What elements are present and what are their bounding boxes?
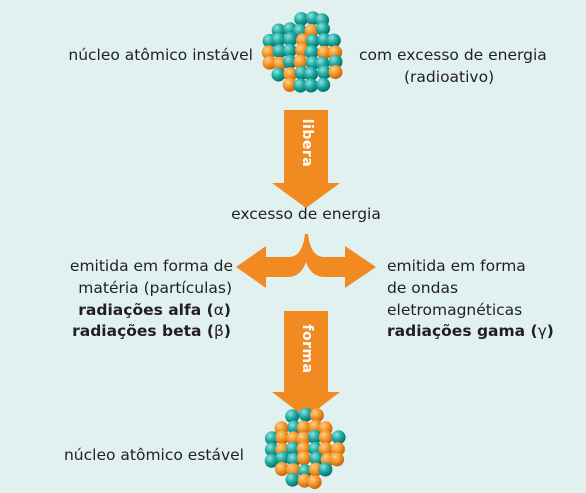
neutron-sphere	[264, 442, 279, 457]
neutron-sphere	[304, 45, 319, 60]
neutron-sphere	[309, 451, 324, 466]
neutron-sphere	[293, 78, 308, 93]
gamma-close: )	[546, 322, 554, 340]
beta-symbol: β	[214, 322, 224, 340]
proton-sphere	[296, 420, 311, 435]
unstable-nucleus-icon	[261, 11, 343, 93]
right-line3: eletromagnéticas	[387, 301, 523, 319]
alpha-symbol: α	[213, 301, 224, 319]
proton-sphere	[318, 430, 333, 445]
excess-energy-label: excesso de energia	[231, 205, 381, 223]
energy-excess-label-line2: (radioativo)	[404, 68, 495, 86]
neutron-sphere	[316, 21, 330, 36]
left-line2: matéria (partículas)	[78, 279, 232, 297]
beta-radiation-label: radiações beta (β)	[72, 322, 231, 341]
neutron-sphere	[285, 472, 300, 487]
gamma-text: radiações gama (	[387, 322, 538, 340]
neutron-sphere	[331, 430, 346, 445]
proton-sphere	[286, 431, 301, 446]
unstable-nucleus-label: núcleo atômico instável	[68, 46, 253, 64]
proton-sphere	[307, 475, 322, 490]
down-arrow-icon	[272, 110, 340, 208]
down-arrow-icon	[272, 311, 340, 418]
proton-sphere	[275, 430, 290, 445]
neutron-sphere	[326, 33, 341, 48]
neutron-sphere	[304, 78, 318, 93]
neutron-sphere	[304, 67, 319, 81]
proton-sphere	[317, 45, 332, 60]
right-line1: emitida em forma	[387, 257, 526, 275]
alpha-close: )	[223, 301, 231, 319]
neutron-sphere	[285, 441, 300, 456]
proton-sphere	[330, 452, 345, 467]
proton-sphere	[293, 54, 308, 69]
gamma-symbol: γ	[537, 322, 547, 340]
releases-label: libera	[299, 118, 315, 168]
beta-close: )	[223, 322, 231, 340]
stable-nucleus-icon	[264, 407, 346, 490]
proton-sphere	[262, 55, 277, 70]
neutron-sphere	[272, 44, 287, 59]
neutron-sphere	[328, 54, 343, 69]
beta-text: radiações beta (	[72, 322, 214, 340]
proton-sphere	[309, 408, 324, 423]
forms-label: forma	[299, 324, 315, 374]
energy-excess-label-line1: com excesso de energia	[359, 46, 547, 64]
neutron-sphere	[275, 451, 290, 466]
alpha-radiation-label: radiações alfa (α)	[78, 301, 231, 320]
proton-sphere	[283, 67, 298, 82]
proton-sphere	[296, 431, 311, 446]
neutron-sphere	[318, 462, 333, 477]
neutron-sphere	[298, 407, 313, 422]
neutron-sphere	[294, 12, 309, 26]
split-arrow-icon	[236, 234, 376, 288]
proton-sphere	[274, 462, 289, 476]
neutron-sphere	[307, 429, 322, 444]
proton-sphere	[296, 451, 311, 466]
neutron-sphere	[271, 67, 286, 82]
neutron-sphere	[264, 453, 279, 468]
left-line1: emitida em forma de	[69, 257, 233, 275]
neutron-sphere	[271, 32, 286, 47]
neutron-sphere	[305, 34, 320, 48]
neutron-sphere	[264, 431, 279, 446]
proton-sphere	[328, 65, 343, 80]
neutron-sphere	[283, 54, 297, 69]
neutron-sphere	[285, 409, 300, 424]
proton-sphere	[330, 442, 345, 457]
alpha-text: radiações alfa (	[78, 301, 214, 319]
proton-sphere	[261, 45, 276, 60]
neutron-sphere	[317, 65, 332, 80]
proton-sphere	[282, 77, 297, 92]
neutron-sphere	[283, 32, 298, 47]
right-line2: de ondas	[387, 279, 459, 297]
stable-nucleus-label: núcleo atômico estável	[63, 446, 244, 464]
proton-sphere	[318, 442, 333, 457]
gamma-radiation-label: radiações gama (γ)	[387, 322, 554, 341]
neutron-sphere	[282, 43, 297, 58]
neutron-sphere	[316, 77, 331, 92]
